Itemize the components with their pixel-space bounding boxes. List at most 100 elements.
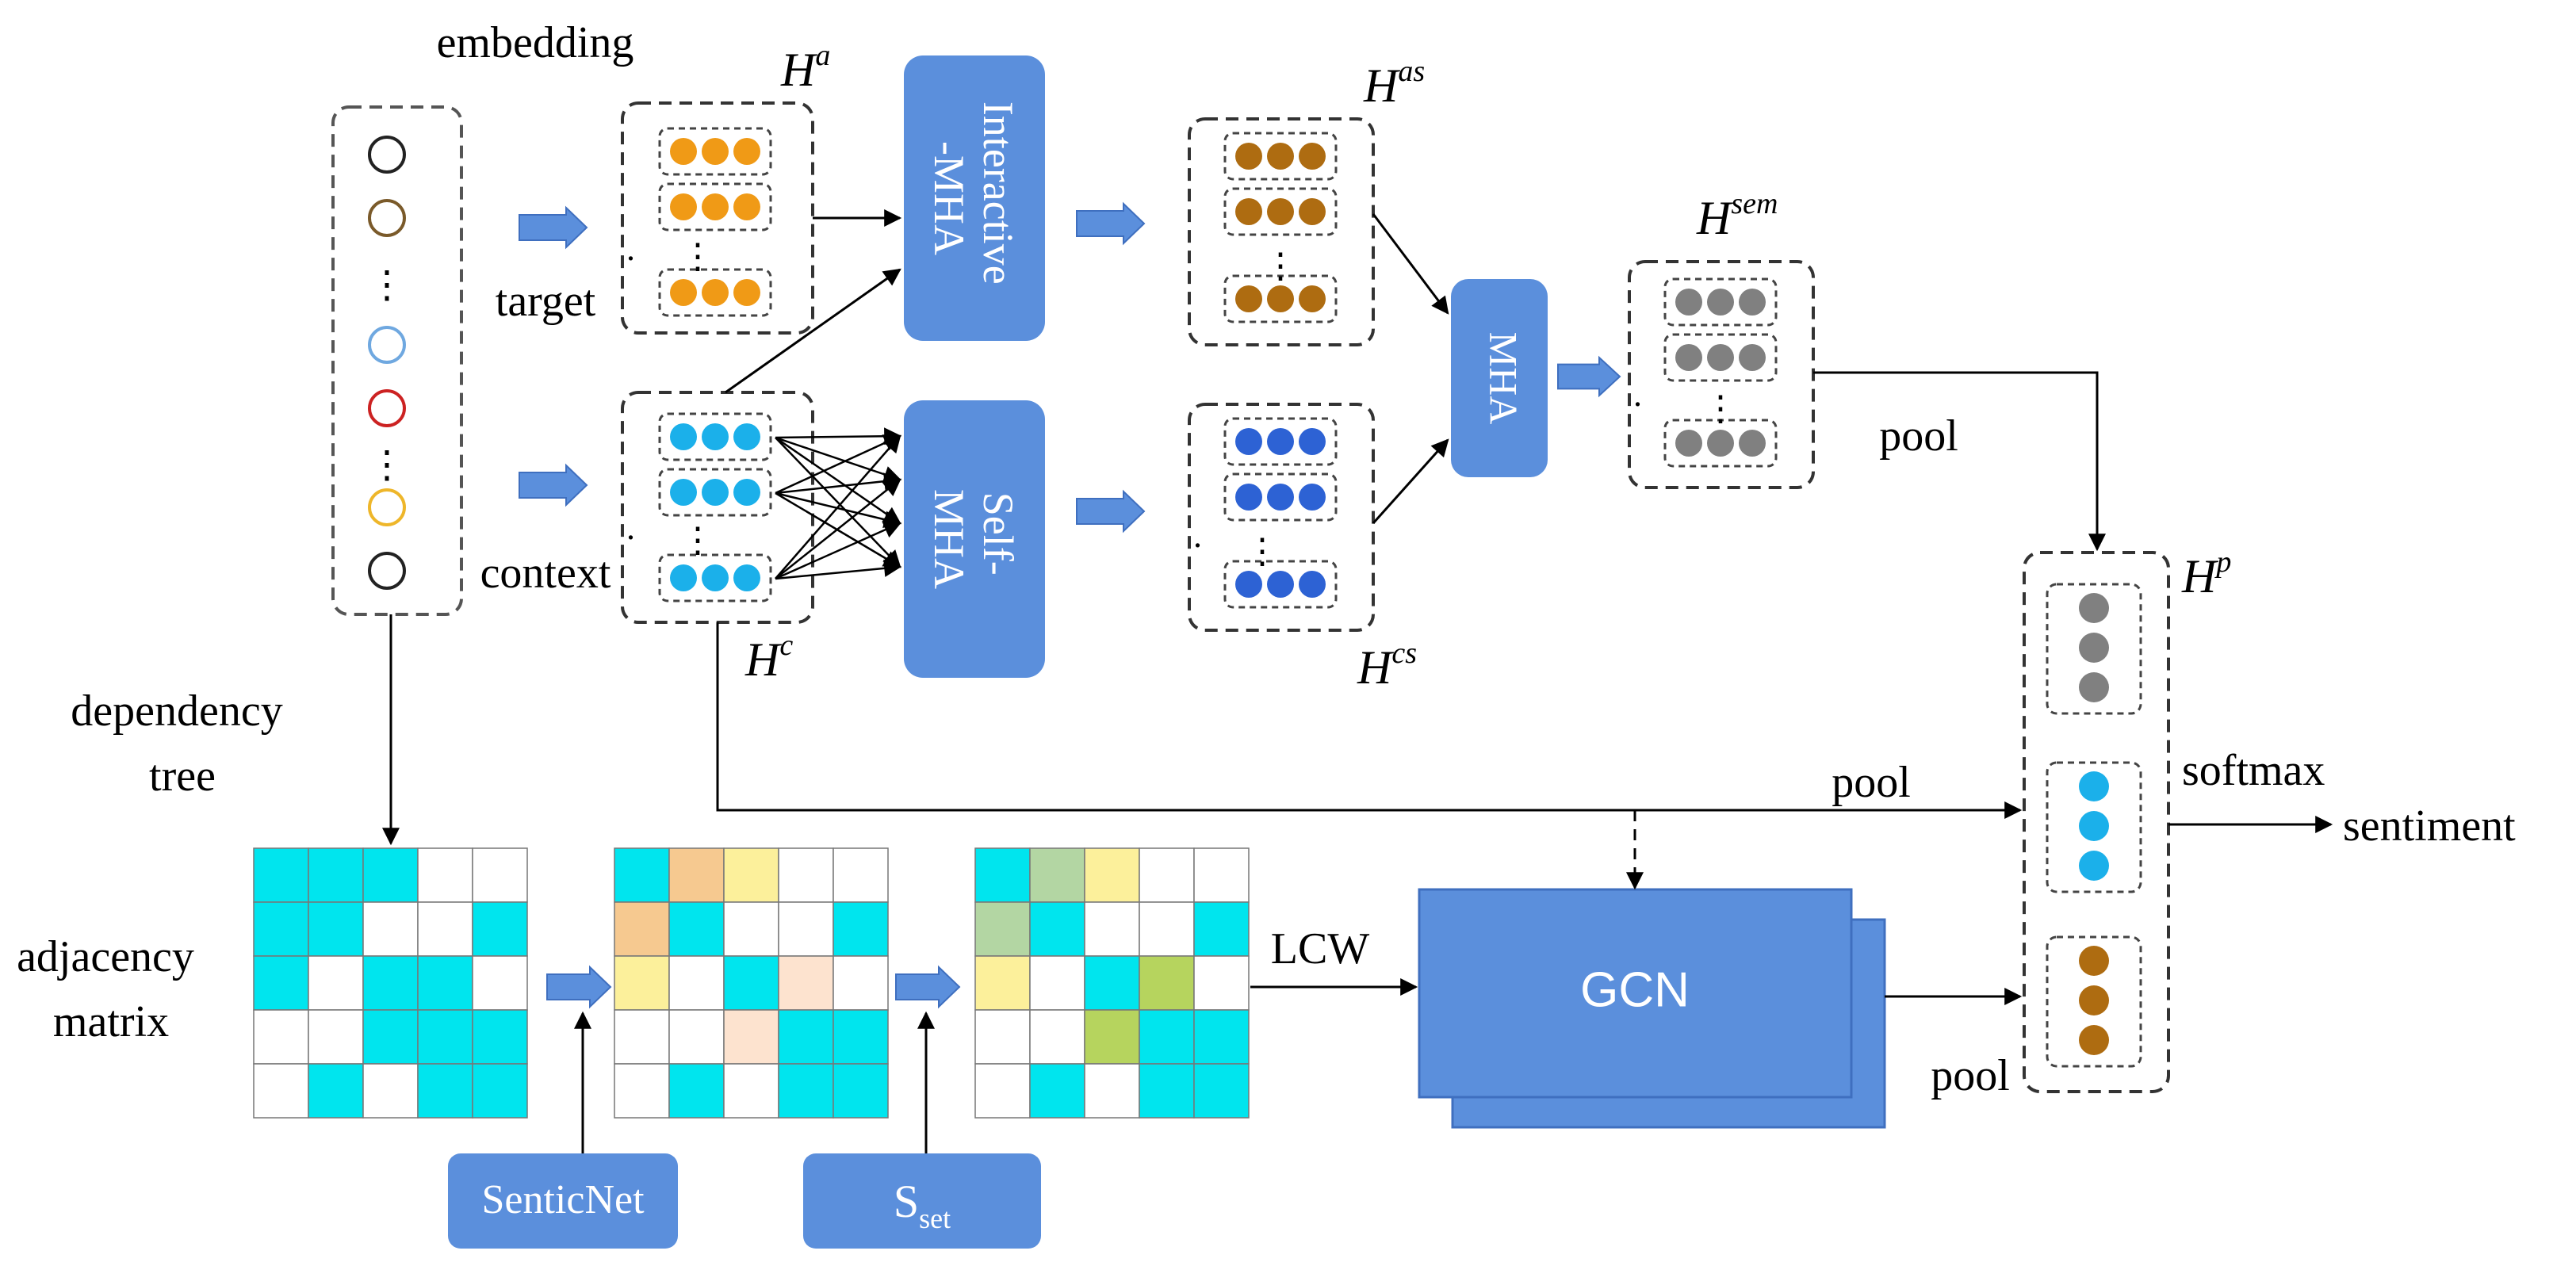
syntax-cell-2-4 — [1139, 901, 1195, 957]
sentic-cell-2-1 — [614, 901, 670, 957]
ha-rows — [658, 127, 772, 317]
hp-cell-3-1 — [2079, 946, 2109, 976]
hcs-cell-2-3 — [1299, 484, 1326, 511]
sentic-cell-5-1 — [614, 1063, 670, 1119]
ha-box — [621, 101, 814, 335]
syntax-cell-5-5 — [1193, 1063, 1250, 1119]
sentic-cell-3-3 — [723, 955, 779, 1011]
pool-gcn-label: pool — [1931, 1051, 2010, 1100]
syntax-cell-3-5 — [1193, 955, 1250, 1011]
embedding-token-4 — [368, 389, 406, 427]
block-arrow-interactive-out — [1076, 201, 1146, 246]
syntax-cell-4-4 — [1139, 1009, 1195, 1065]
sentic-cell-2-5 — [833, 901, 889, 957]
arrow-13 — [775, 522, 902, 580]
arrow-8 — [775, 472, 902, 495]
sset-label: Sset — [894, 1176, 951, 1234]
hp-box — [2023, 551, 2170, 1093]
sentic-cell-4-3 — [723, 1009, 779, 1065]
syntax-cell-1-2 — [1029, 847, 1085, 903]
adjacency-cell-1-2 — [308, 847, 364, 903]
embedding-token-6 — [368, 552, 406, 590]
hc-cell-3-2 — [702, 564, 729, 591]
embedding-ellipsis-2: ⋮ — [368, 444, 406, 486]
adjacency-cell-2-3 — [362, 901, 419, 957]
hcs-label-sup: cs — [1391, 637, 1417, 670]
has-cell-3-1 — [1235, 285, 1262, 312]
adjacency-cell-2-2 — [308, 901, 364, 957]
hp-label-base: H — [2181, 550, 2219, 602]
hsem-rows — [1663, 277, 1778, 468]
syntax-cell-5-3 — [1084, 1063, 1140, 1119]
arrow-11 — [775, 434, 901, 579]
syntax-cell-2-5 — [1193, 901, 1250, 957]
hsem-cell-2-3 — [1739, 344, 1766, 371]
arrow-6 — [775, 437, 901, 568]
hp-cell-1-2 — [2079, 633, 2109, 663]
syntax-cell-4-3 — [1084, 1009, 1140, 1065]
interactive-mha-line2: -MHA — [925, 141, 973, 255]
adjacency-cell-3-3 — [362, 955, 419, 1011]
syntax-cell-2-1 — [974, 901, 1031, 957]
sentic-cell-3-1 — [614, 955, 670, 1011]
interactive-mha-block — [904, 55, 1045, 341]
ha-cell-3-1 — [670, 279, 697, 306]
hc-row-1 — [658, 412, 772, 461]
hcs-row-2 — [1223, 472, 1338, 522]
has-cell-1-3 — [1299, 143, 1326, 170]
hcs-cell-1-2 — [1267, 428, 1294, 455]
ha-label-base: H — [780, 44, 818, 96]
pool-context-label: pool — [1832, 758, 1911, 807]
hp-cell-1-1 — [2079, 593, 2109, 623]
hsem-row-3 — [1663, 419, 1778, 468]
sentic-cell-1-1 — [614, 847, 670, 903]
ha-cell-1-3 — [733, 138, 760, 165]
sset-label-base: S — [894, 1176, 919, 1227]
adjacency-cell-1-4 — [417, 847, 473, 903]
softmax-label: softmax — [2182, 746, 2325, 795]
has-cell-2-3 — [1299, 198, 1326, 225]
hsem-label-base: H — [1696, 192, 1734, 244]
adjacency-line2: matrix — [53, 997, 169, 1046]
adjacency-cell-4-5 — [472, 1009, 528, 1065]
sentic-cell-2-4 — [778, 901, 834, 957]
ha-row-2 — [658, 182, 772, 231]
interactive-mha-line1: Interactive — [974, 101, 1022, 285]
adjacency-cell-4-3 — [362, 1009, 419, 1065]
arrow-3 — [775, 427, 902, 446]
sentic-cell-1-4 — [778, 847, 834, 903]
syntax-cell-1-1 — [974, 847, 1031, 903]
adjacency-cell-2-5 — [472, 901, 528, 957]
adjacency-cell-3-4 — [417, 955, 473, 1011]
syntax-cell-4-1 — [974, 1009, 1031, 1065]
hc-dot: . — [626, 508, 635, 547]
adjacency-cell-3-2 — [308, 955, 364, 1011]
hsem-cell-2-1 — [1675, 344, 1702, 371]
hcs-cell-3-1 — [1235, 571, 1262, 598]
ha-cell-3-3 — [733, 279, 760, 306]
has-label-sup: as — [1398, 55, 1425, 88]
sentic-matrix-grid — [614, 847, 889, 1119]
syntax-cell-1-4 — [1139, 847, 1195, 903]
hc-cell-2-1 — [670, 479, 697, 506]
ha-cell-1-1 — [670, 138, 697, 165]
sentic-cell-3-2 — [668, 955, 725, 1011]
has-ellipsis: ⋮ — [1263, 247, 1298, 285]
lcw-label: LCW — [1271, 924, 1370, 973]
syntax-cell-5-1 — [974, 1063, 1031, 1119]
sentic-cell-3-4 — [778, 955, 834, 1011]
adjacency-matrix-label: adjacency matrix — [17, 932, 205, 1046]
syntax-matrix-grid — [974, 847, 1250, 1119]
syntax-cell-1-3 — [1084, 847, 1140, 903]
hsem-cell-1-3 — [1739, 289, 1766, 316]
arrow-12 — [775, 478, 901, 579]
pool-sem-label: pool — [1879, 411, 1958, 461]
hsem-cell-1-1 — [1675, 289, 1702, 316]
arrow-18 — [716, 622, 2023, 819]
sentic-cell-5-5 — [833, 1063, 889, 1119]
hc-row-3 — [658, 553, 772, 602]
adjacency-cell-1-3 — [362, 847, 419, 903]
ha-label-sup: a — [815, 39, 830, 72]
adjacency-cell-4-1 — [253, 1009, 309, 1065]
